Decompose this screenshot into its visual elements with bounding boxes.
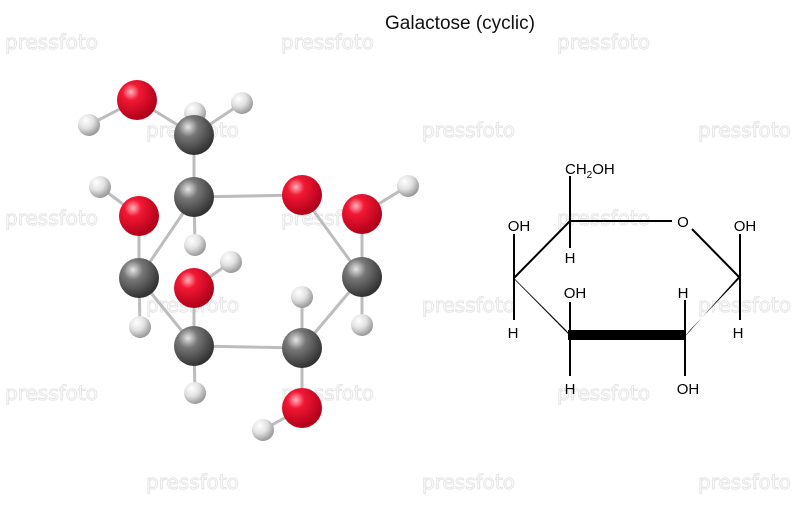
watermark-text: pressfoto <box>5 381 98 405</box>
diagram-title: Galactose (cyclic) <box>385 13 535 34</box>
haworth-projection: CH2OH O OH H OH OH H H H H OH <box>508 161 757 398</box>
wedge-c4-c3 <box>514 278 574 340</box>
hydrogen-atom <box>89 176 111 198</box>
carbon-atom <box>174 177 214 217</box>
label-c2-h: H <box>678 285 689 302</box>
watermark-text: pressfoto <box>698 118 791 142</box>
watermark-text: pressfoto <box>5 206 98 230</box>
hydrogen-atom <box>231 92 253 114</box>
watermark-text: pressfoto <box>422 293 515 317</box>
hydrogen-atom <box>291 286 313 308</box>
bold-bond-c3-c2 <box>568 330 686 340</box>
carbon-atom <box>119 258 159 298</box>
hydrogen-atom <box>78 114 100 136</box>
watermark-text: pressfoto <box>698 293 791 317</box>
label-c3-h: H <box>565 381 576 398</box>
carbon-atom <box>174 115 214 155</box>
carbon-atom <box>174 326 214 366</box>
label-c4-h: H <box>508 325 519 342</box>
oxygen-atom <box>282 175 322 215</box>
carbon-atom <box>342 257 382 297</box>
watermark-layer: pressfoto pressfoto pressfoto pressfoto pres… <box>5 30 792 495</box>
bond-o-c1 <box>691 228 741 279</box>
label-ch2oh: CH2OH <box>565 161 615 181</box>
oxygen-atom <box>282 388 322 428</box>
wedge-c2-c1 <box>682 276 740 340</box>
ball-and-stick-model <box>78 80 419 441</box>
hydrogen-atom <box>129 316 151 338</box>
hydrogen-atom <box>351 314 373 336</box>
label-c5-h: H <box>565 250 576 267</box>
hydrogen-atom <box>184 382 206 404</box>
hydrogen-atom <box>184 234 206 256</box>
watermark-text: pressfoto <box>5 30 98 54</box>
carbon-atom <box>282 328 322 368</box>
model-atoms <box>78 80 419 441</box>
bond-c5-c4 <box>513 220 571 279</box>
watermark-text: pressfoto <box>422 118 515 142</box>
watermark-text: pressfoto <box>557 206 650 230</box>
hydrogen-atom <box>397 175 419 197</box>
oxygen-atom <box>119 196 159 236</box>
oxygen-atom <box>342 194 382 234</box>
watermark-text: pressfoto <box>281 30 374 54</box>
watermark-text: pressfoto <box>557 381 650 405</box>
label-c1-oh: OH <box>734 218 757 235</box>
watermark-text: pressfoto <box>698 470 791 494</box>
watermark-text: pressfoto <box>146 470 239 494</box>
label-c3-oh: OH <box>564 285 587 302</box>
watermark-text: pressfoto <box>557 30 650 54</box>
label-c2-oh: OH <box>677 381 700 398</box>
oxygen-atom <box>117 80 157 120</box>
hydrogen-atom <box>220 251 242 273</box>
watermark-text: pressfoto <box>422 470 515 494</box>
oxygen-atom <box>174 268 214 308</box>
hydrogen-atom <box>252 419 274 441</box>
label-ring-oxygen: O <box>677 214 689 231</box>
label-c4-oh: OH <box>508 218 531 235</box>
label-c1-h: H <box>733 325 744 342</box>
